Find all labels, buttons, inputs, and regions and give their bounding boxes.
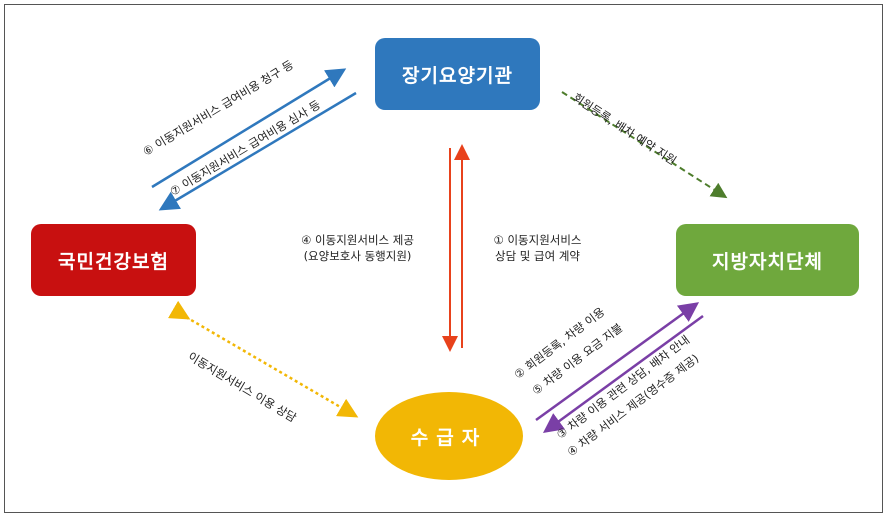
node-recipient: 수급자 bbox=[375, 392, 523, 480]
diagram-frame bbox=[4, 4, 883, 513]
label-e1-line1: ① 이동지원서비스 bbox=[493, 233, 582, 247]
label-e4-line1: ④ 이동지원서비스 제공 bbox=[301, 233, 414, 247]
label-e4-line2: (요양보호사 동행지원) bbox=[303, 248, 412, 263]
node-long-term-care: 장기요양기관 bbox=[375, 38, 540, 110]
label-e1-line2: 상담 및 급여 계약 bbox=[494, 248, 581, 263]
node-nhis: 국민건강보험 bbox=[31, 224, 196, 296]
node-local-government: 지방자치단체 bbox=[676, 224, 859, 296]
label-e1-contract: ① 이동지원서비스 상담 및 급여 계약 bbox=[470, 233, 605, 264]
arrow-consult-bidirectional bbox=[168, 300, 359, 418]
arrow-dispatch-to-recipient bbox=[542, 314, 704, 433]
arrow-payment-to-local bbox=[535, 302, 700, 422]
label-e4-service: ④ 이동지원서비스 제공 (요양보호사 동행지원) bbox=[280, 233, 435, 264]
arrow-claim-to-long-term bbox=[151, 68, 347, 189]
arrow-review-to-nhis bbox=[158, 91, 357, 211]
arrow-register-to-local bbox=[561, 91, 728, 199]
